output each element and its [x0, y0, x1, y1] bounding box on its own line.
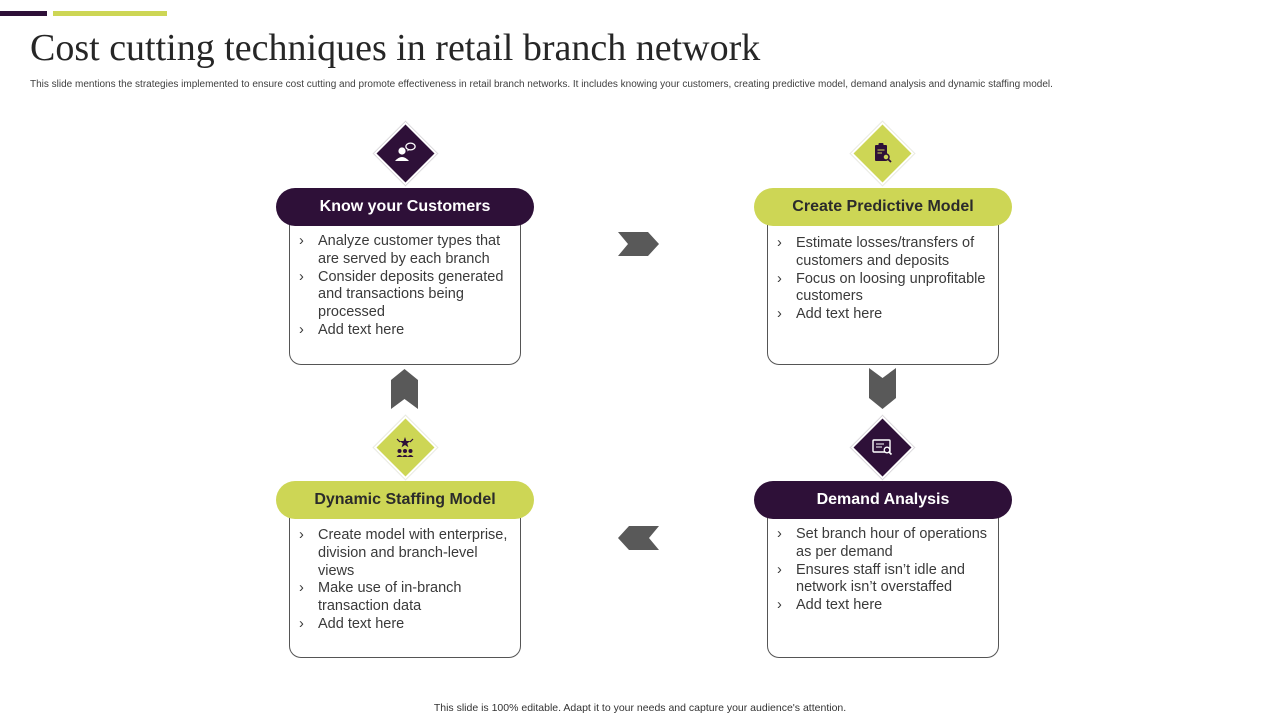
list-item: Add text here [768, 306, 998, 324]
arrow-left-icon [618, 526, 659, 550]
demand-analysis-card: Set branch hour of operations as per dem… [767, 508, 999, 658]
list-item: Create model with enterprise, division a… [290, 527, 520, 580]
predictive-model-list: Estimate losses/transfers of customers a… [768, 235, 998, 324]
arrow-down-icon [869, 368, 896, 409]
team-star-icon [396, 437, 414, 457]
list-item: Focus on loosing unprofitable customers [768, 271, 998, 307]
footer-note: This slide is 100% editable. Adapt it to… [433, 702, 847, 714]
staffing-model-card: Create model with enterprise, division a… [289, 508, 521, 658]
list-item: Add text here [290, 616, 520, 634]
list-item: Set branch hour of operations as per dem… [768, 526, 998, 562]
list-item: Make use of in-branch transaction data [290, 580, 520, 616]
staffing-model-list: Create model with enterprise, division a… [290, 527, 520, 634]
clipboard-search-icon [875, 143, 892, 163]
document-search-icon [872, 439, 893, 456]
demand-analysis-list: Set branch hour of operations as per dem… [768, 526, 998, 615]
list-item: Ensures staff isn’t idle and network isn… [768, 562, 998, 598]
staffing-model-pill: Dynamic Staffing Model [276, 481, 534, 519]
accent-bar-dark [0, 11, 47, 16]
customer-chat-icon [395, 142, 416, 161]
list-item: Estimate losses/transfers of customers a… [768, 235, 998, 271]
list-item: Consider deposits generated and transact… [290, 269, 520, 322]
accent-bar-lime [53, 11, 167, 16]
predictive-model-pill: Create Predictive Model [754, 188, 1012, 226]
know-customers-pill: Know your Customers [276, 188, 534, 226]
know-customers-card: Analyze customer types that are served b… [289, 215, 521, 365]
predictive-model-card: Estimate losses/transfers of customers a… [767, 215, 999, 365]
list-item: Add text here [290, 322, 520, 340]
demand-analysis-pill: Demand Analysis [754, 481, 1012, 519]
page-subtitle: This slide mentions the strategies imple… [30, 79, 1053, 90]
list-item: Add text here [768, 597, 998, 615]
arrow-right-icon [618, 232, 659, 256]
list-item: Analyze customer types that are served b… [290, 233, 520, 269]
arrow-up-icon [391, 369, 418, 409]
know-customers-list: Analyze customer types that are served b… [290, 233, 520, 340]
page-title: Cost cutting techniques in retail branch… [30, 27, 761, 69]
